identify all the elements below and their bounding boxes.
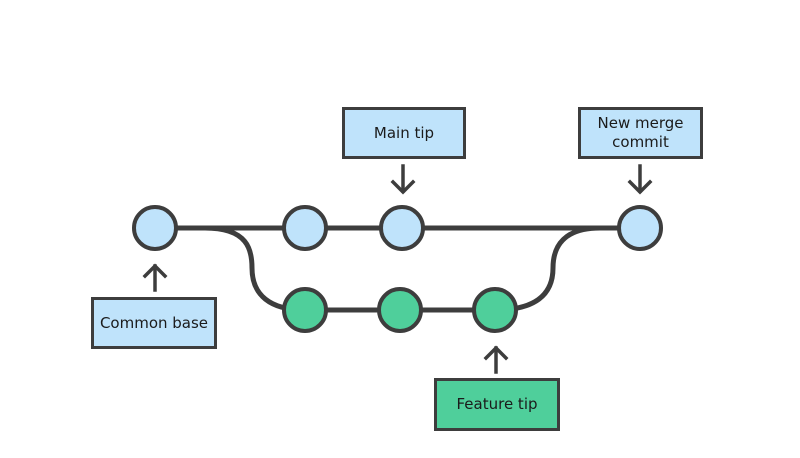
arrow-common-base-icon: [142, 263, 168, 292]
main-tip-label: Main tip: [342, 107, 466, 159]
commit-feature-1: [282, 287, 328, 333]
commit-common-base: [132, 205, 178, 251]
commit-main-tip: [379, 205, 425, 251]
commit-main-1: [282, 205, 328, 251]
arrow-new-merge-icon: [627, 164, 653, 195]
new-merge-commit-label: New merge commit: [578, 107, 703, 159]
feature-tip-label: Feature tip: [434, 378, 560, 431]
commit-feature-tip: [472, 287, 518, 333]
commit-feature-2: [377, 287, 423, 333]
arrow-feature-tip-icon: [483, 345, 509, 374]
feature-branch-line: [155, 225, 601, 313]
commit-new-merge: [617, 205, 663, 251]
arrow-main-tip-icon: [390, 164, 416, 195]
common-base-label: Common base: [91, 297, 217, 349]
